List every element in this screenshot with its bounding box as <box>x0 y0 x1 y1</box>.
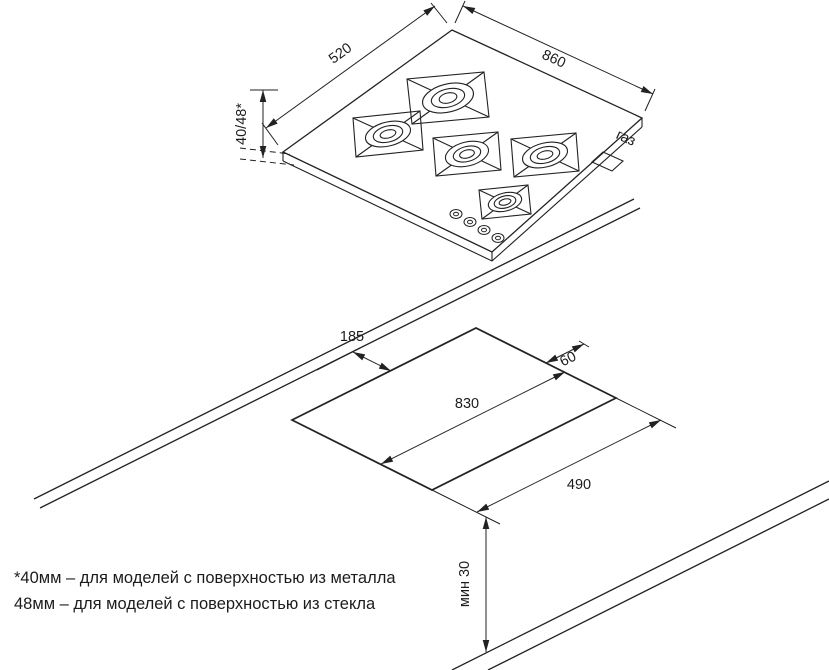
control-knobs <box>449 209 505 243</box>
cutout-back-offset-dimension: 185 <box>340 329 364 345</box>
burner-right <box>510 132 580 178</box>
hob-height-dimension: 40/48* <box>234 103 250 145</box>
cutout-side-offset-dimension: 60 <box>557 349 579 371</box>
burner-front <box>478 184 532 220</box>
cutout-front-min-dimension: мин 30 <box>457 561 473 607</box>
hob-width-dimension: 520 <box>326 40 355 67</box>
gas-connection-box <box>591 151 624 172</box>
burner-center <box>432 131 502 177</box>
cutout-width-dimension: 490 <box>567 477 591 493</box>
cutout-dimensions <box>316 340 677 652</box>
cutout-length-dimension: 830 <box>455 396 479 412</box>
footnote-line-2: 48мм – для моделей с поверхностью из сте… <box>14 595 376 613</box>
footnote-line-1: *40мм – для моделей с поверхностью из ме… <box>14 569 396 587</box>
hob-dimensions <box>239 0 656 166</box>
hob-length-dimension: 860 <box>539 47 568 72</box>
gas-label: газ <box>613 127 638 150</box>
footnote: *40мм – для моделей с поверхностью из ме… <box>14 569 396 613</box>
